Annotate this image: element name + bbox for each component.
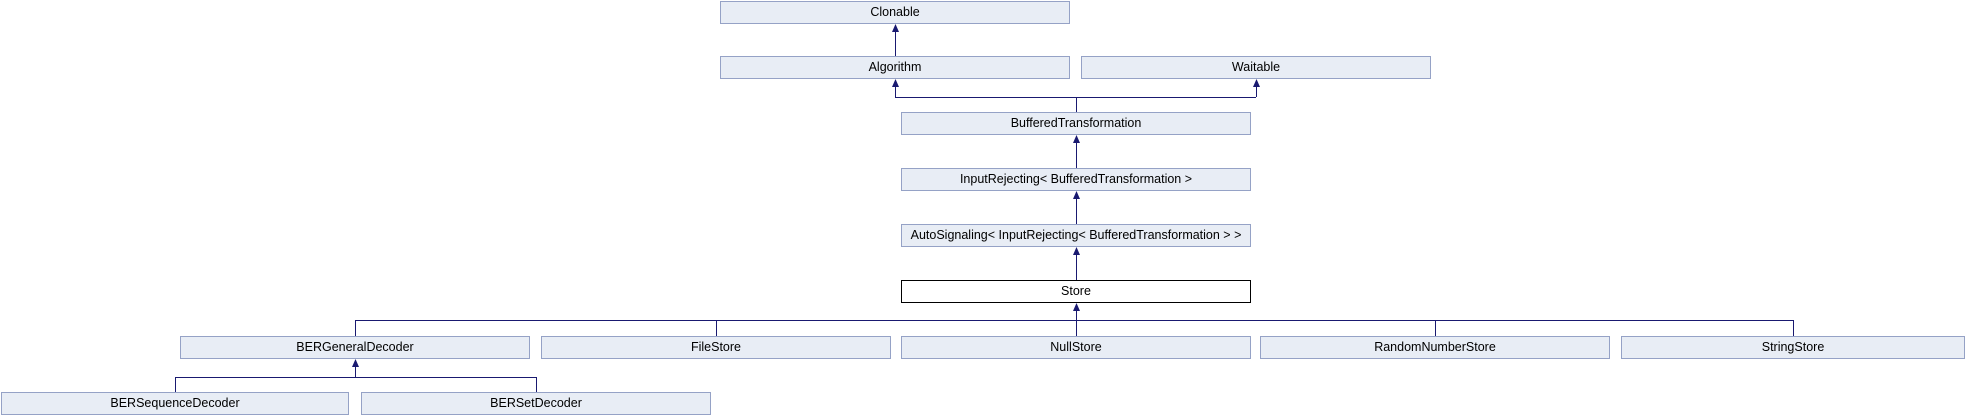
inheritance-arrowhead-icon: [1073, 247, 1080, 255]
class-node-algorithm[interactable]: Algorithm: [720, 56, 1070, 79]
inheritance-arrowhead-icon: [892, 79, 899, 87]
class-node-filestore[interactable]: FileStore: [541, 336, 891, 359]
class-node-nullstore[interactable]: NullStore: [901, 336, 1251, 359]
class-node-inputrejecting[interactable]: InputRejecting< BufferedTransformation >: [901, 168, 1251, 191]
class-node-store: Store: [901, 280, 1251, 303]
inheritance-arrowhead-icon: [352, 359, 359, 367]
class-node-clonable[interactable]: Clonable: [720, 1, 1070, 24]
class-node-autosignaling[interactable]: AutoSignaling< InputRejecting< BufferedT…: [901, 224, 1251, 247]
inheritance-arrowhead-icon: [1073, 191, 1080, 199]
class-node-bersetdecoder[interactable]: BERSetDecoder: [361, 392, 711, 415]
class-node-waitable[interactable]: Waitable: [1081, 56, 1431, 79]
class-node-bersequencedecoder[interactable]: BERSequenceDecoder: [1, 392, 349, 415]
class-node-bergeneraldecoder[interactable]: BERGeneralDecoder: [180, 336, 530, 359]
inheritance-arrowhead-icon: [1073, 303, 1080, 311]
inheritance-arrowhead-icon: [892, 24, 899, 32]
inheritance-arrowhead-icon: [1073, 135, 1080, 143]
class-node-stringstore[interactable]: StringStore: [1621, 336, 1965, 359]
class-node-randomnumberstore[interactable]: RandomNumberStore: [1260, 336, 1610, 359]
class-node-bufferedtransformation[interactable]: BufferedTransformation: [901, 112, 1251, 135]
inheritance-arrowhead-icon: [1253, 79, 1260, 87]
